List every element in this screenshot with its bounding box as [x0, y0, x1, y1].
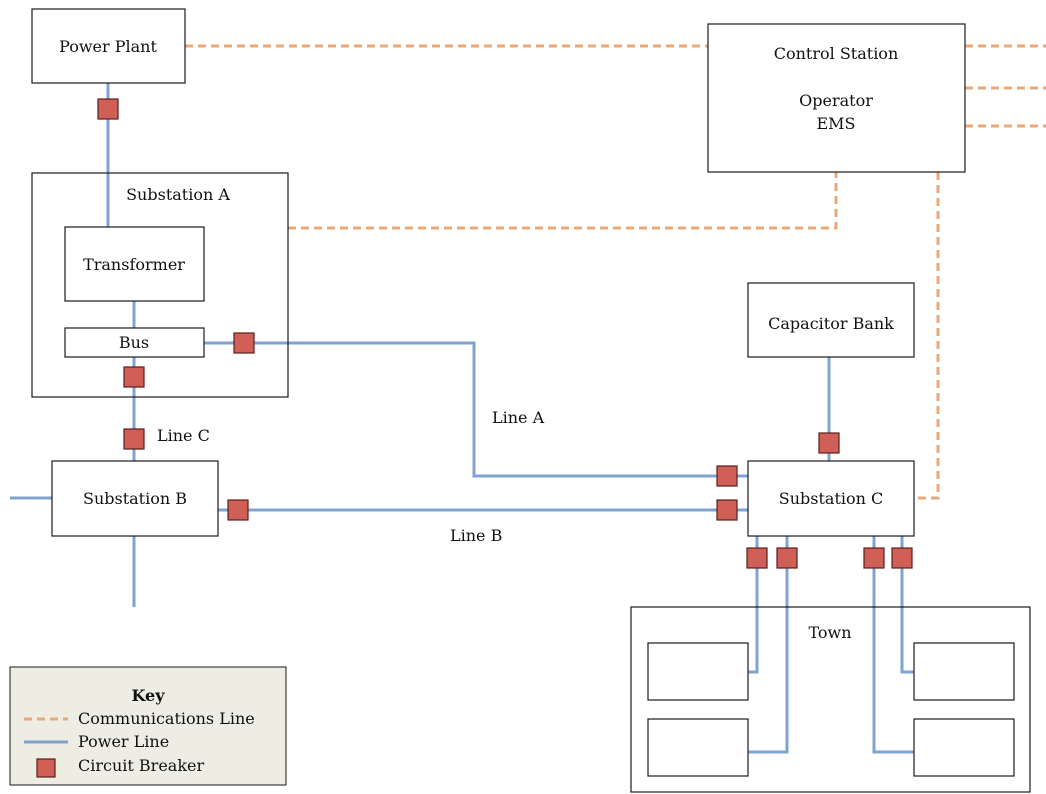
ems-label: EMS: [816, 114, 855, 133]
transformer-box: [64, 226, 205, 302]
operator-label: Operator: [799, 91, 873, 110]
substation-b-label: Substation B: [83, 489, 187, 508]
breaker-power-plant: [97, 98, 119, 120]
transformer-label: Transformer: [83, 255, 185, 274]
breaker-bus-line-c: [123, 366, 145, 388]
capacitor-bank-box: [747, 282, 915, 358]
line-a-label: Line A: [492, 408, 545, 427]
breaker-town-2: [776, 547, 798, 569]
capacitor-bank-label: Capacitor Bank: [768, 314, 894, 333]
power-lines: [10, 83, 914, 754]
town-building-3: [913, 642, 1015, 701]
legend: Key Communications Line Power Line Circu…: [9, 666, 287, 786]
line-c-label: Line C: [157, 426, 210, 445]
line-b-label: Line B: [450, 526, 502, 545]
breaker-substation-c-line-b: [716, 499, 738, 521]
breaker-bus-line-a: [233, 332, 255, 354]
breaker-substation-b-line-c: [123, 428, 145, 450]
substation-a-label: Substation A: [126, 185, 230, 204]
breaker-capacitor-bank: [818, 432, 840, 454]
breaker-town-3: [863, 547, 885, 569]
town-building-4: [913, 718, 1015, 777]
power-line-a: [204, 341, 748, 478]
legend-box: [9, 666, 287, 786]
town-building-2: [647, 718, 749, 777]
control-station-label: Control Station: [774, 44, 899, 63]
communication-lines: [185, 44, 1046, 500]
legend-breaker-swatch: [36, 758, 56, 778]
town-building-1: [647, 642, 749, 701]
comm-line-control-substation-c: [915, 172, 940, 500]
breaker-town-1: [746, 547, 768, 569]
bus-label: Bus: [119, 333, 149, 352]
substation-c-label: Substation C: [779, 489, 884, 508]
breaker-substation-b-line-b: [227, 499, 249, 521]
power-plant-label: Power Plant: [59, 37, 157, 56]
town-label: Town: [808, 623, 851, 642]
power-line-town-1: [748, 536, 759, 674]
power-line-town-3: [872, 536, 914, 754]
circuit-breakers: [97, 98, 913, 569]
legend-power-label: Power Line: [78, 732, 169, 751]
legend-breaker-label: Circuit Breaker: [78, 756, 204, 775]
control-station-box: [707, 23, 966, 173]
line-labels: Line A Line B Line C: [157, 408, 545, 545]
power-line-town-2: [748, 536, 789, 754]
legend-title: Key: [131, 686, 165, 705]
town-box: [630, 606, 1031, 793]
breaker-town-4: [891, 547, 913, 569]
breaker-substation-c-line-a: [716, 465, 738, 487]
substation-a-box: [31, 172, 289, 398]
box-labels: Power Plant Control Station Operator EMS…: [59, 37, 898, 642]
comm-line-control-substation-a: [288, 172, 838, 230]
substation-c-box: [747, 460, 915, 537]
power-plant-box: [31, 8, 186, 84]
boxes: [31, 8, 1031, 793]
substation-b-box: [51, 460, 219, 537]
bus-box: [64, 327, 205, 358]
power-line-town-4: [900, 536, 914, 674]
legend-comm-label: Communications Line: [78, 709, 255, 728]
